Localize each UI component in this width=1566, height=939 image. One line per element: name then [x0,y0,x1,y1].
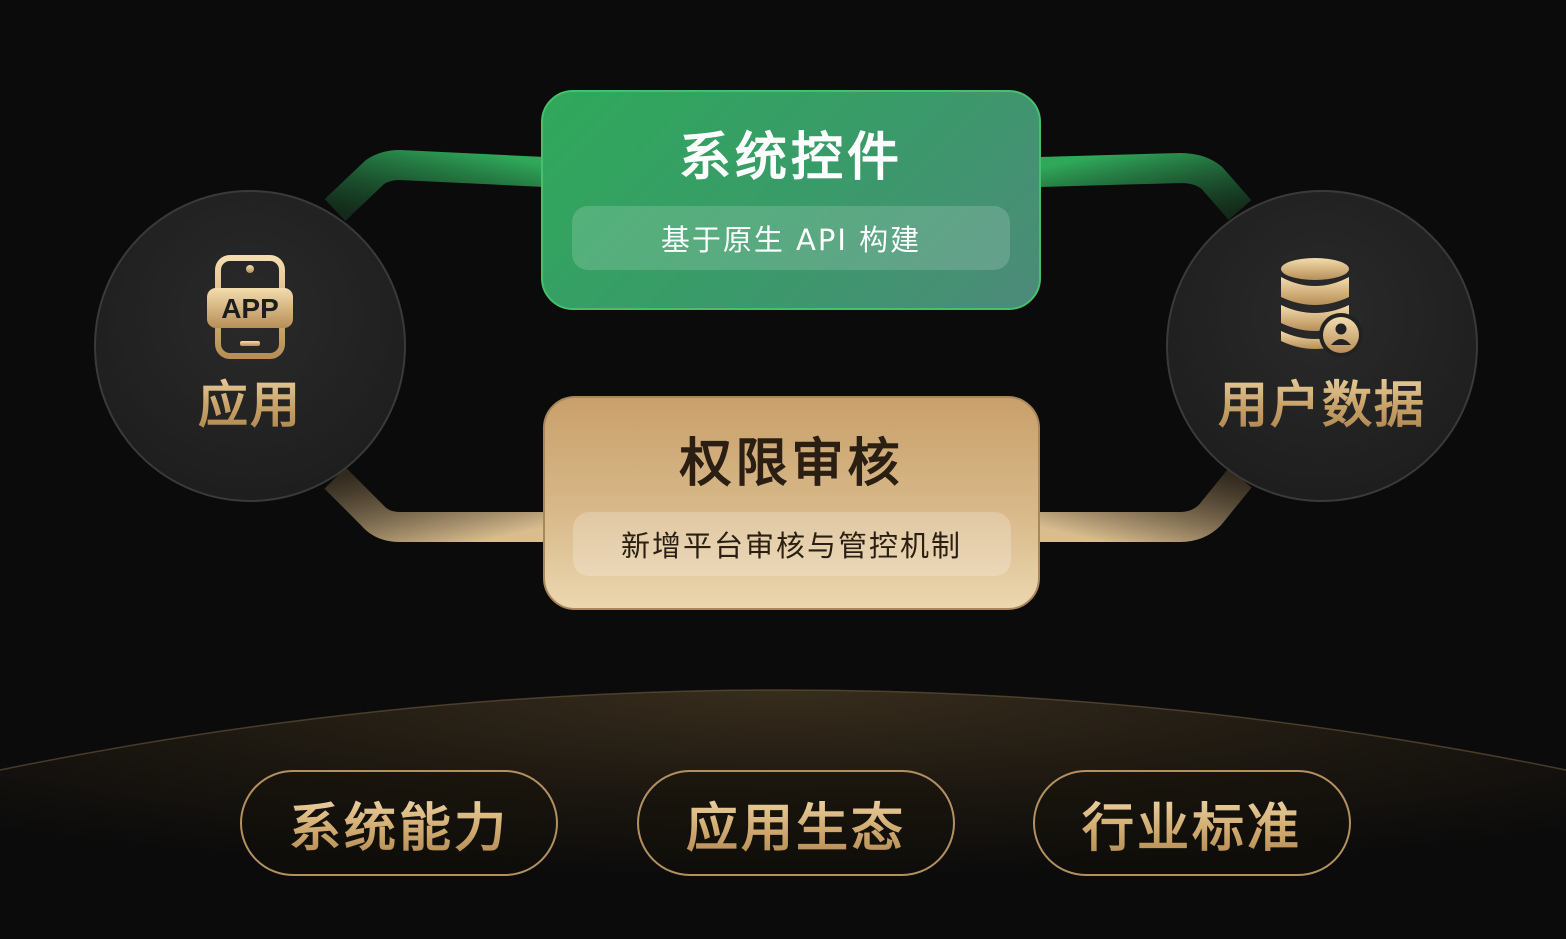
pill-industry-standard-label: 行业标准 [1082,786,1302,861]
database-user-icon [1281,258,1363,357]
connector-gold-left [324,467,545,542]
pill-system-capability: 系统能力 [240,770,558,876]
node-user-data-label: 用户数据 [1218,365,1426,437]
card-permission-review-subtitle: 新增平台审核与管控机制 [572,512,1011,576]
node-app-label: 应用 [198,365,302,437]
pill-system-capability-label: 系统能力 [289,786,509,861]
node-app: APP 应用 [94,190,406,502]
card-system-controls-subtitle: 基于原生 API 构建 [572,206,1010,270]
pill-app-ecosystem: 应用生态 [637,770,955,876]
connector-green-left [324,150,546,221]
pill-app-ecosystem-label: 应用生态 [686,786,906,861]
app-icon-text: APP [221,293,279,324]
node-user-data: 用户数据 [1166,190,1478,502]
card-system-controls: 系统控件 基于原生 API 构建 [541,90,1041,310]
card-permission-review-title: 权限审核 [679,434,904,494]
ground-arc-edge [0,689,1566,771]
connector-gold-right [1040,468,1252,542]
ground-arc [0,690,1566,939]
connector-green-right [1039,153,1252,220]
pill-industry-standard: 行业标准 [1033,770,1351,876]
card-permission-review: 权限审核 新增平台审核与管控机制 [543,396,1040,610]
card-system-controls-title: 系统控件 [678,128,903,188]
app-phone-icon: APP [207,255,293,359]
